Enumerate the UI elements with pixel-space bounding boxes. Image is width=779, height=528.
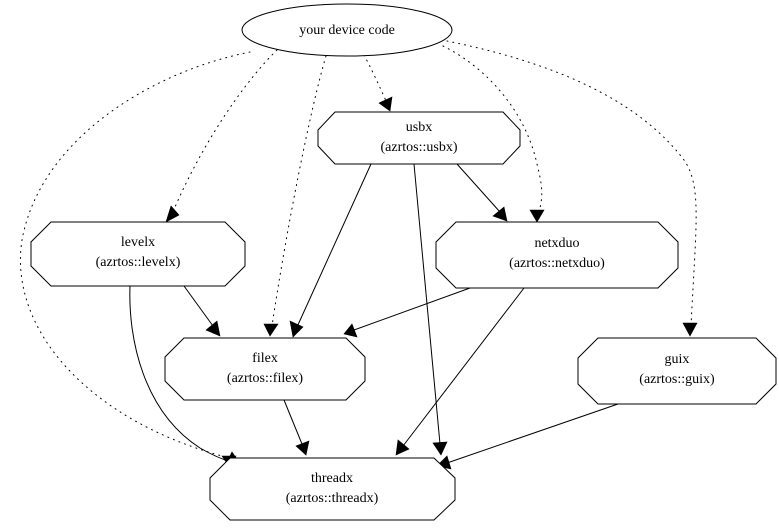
node-usbx-label-line1: usbx [406,120,432,135]
edge-root-to-guix [446,40,698,337]
edge-filex-to-threadx [283,399,310,456]
edge-root-to-levelx [165,49,278,223]
node-filex-label-line2: (azrtos::filex) [227,371,304,386]
edge-guix-to-threadx [436,403,619,470]
node-guix-label-line1: guix [665,352,690,367]
node-netxduo[interactable]: netxduo (azrtos::netxduo) [435,221,679,289]
edge-netxduo-to-threadx [395,287,525,456]
edge-usbx-to-threadx [413,163,448,456]
node-usbx-shape[interactable] [317,111,521,165]
node-root[interactable]: your device code [241,3,453,57]
node-netxduo-label-line1: netxduo [534,236,579,251]
node-layer: your device code usbx (azrtos::usbx) lev… [30,3,777,521]
node-threadx[interactable]: threadx (azrtos::threadx) [209,457,456,521]
node-filex-shape[interactable] [164,337,366,401]
node-levelx-label-line2: (azrtos::levelx) [96,255,181,270]
node-guix-label-line2: (azrtos::guix) [639,372,715,387]
node-usbx[interactable]: usbx (azrtos::usbx) [317,111,521,165]
edge-usbx-to-netxduo [456,163,508,222]
node-usbx-label-line2: (azrtos::usbx) [381,140,458,155]
node-levelx-shape[interactable] [30,221,246,287]
node-levelx[interactable]: levelx (azrtos::levelx) [30,221,246,287]
node-levelx-label-line1: levelx [121,235,155,250]
edge-levelx-to-filex [183,285,221,337]
edge-root-to-netxduo [442,45,545,223]
node-threadx-shape[interactable] [209,457,456,521]
node-netxduo-shape[interactable] [435,221,679,289]
node-filex-label-line1: filex [252,351,278,366]
edge-usbx-to-filex [289,163,372,338]
node-root-label-line1: your device code [299,23,395,38]
node-threadx-label-line2: (azrtos::threadx) [286,491,379,506]
node-filex[interactable]: filex (azrtos::filex) [164,337,366,401]
edge-root-to-filex [263,55,327,337]
edge-netxduo-to-filex [343,287,471,338]
edge-root-to-usbx [363,54,393,112]
node-threadx-label-line1: threadx [311,471,353,486]
edge-layer [20,40,698,470]
node-guix-shape[interactable] [577,337,777,405]
node-guix[interactable]: guix (azrtos::guix) [577,337,777,405]
node-netxduo-label-line2: (azrtos::netxduo) [509,256,605,271]
node-root-shape[interactable] [241,3,453,57]
